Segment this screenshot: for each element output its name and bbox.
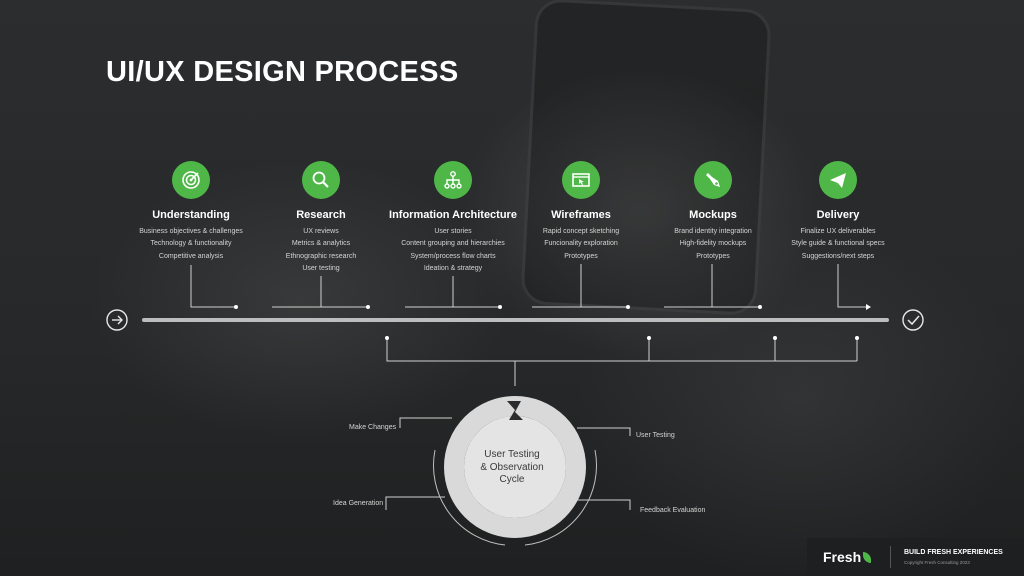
browser-window-icon: [562, 161, 600, 199]
start-arrow-icon: [106, 309, 128, 331]
sitemap-icon: [434, 161, 472, 199]
stage-item: Content grouping and hierarchies: [401, 240, 505, 248]
footer-tagline: BUILD FRESH EXPERIENCES: [904, 549, 1003, 556]
stage-item: Ideation & strategy: [423, 264, 483, 272]
stage-understanding: Understanding Business objectives & chal…: [116, 161, 266, 263]
stage-item: Business objectives & challenges: [139, 228, 243, 235]
stage-title: Mockups: [689, 209, 737, 221]
footer-divider: [890, 546, 891, 568]
cycle-step-user-testing: User Testing: [636, 432, 675, 439]
stage-title: Information Architecture: [389, 209, 517, 221]
stage-item: User testing: [302, 264, 340, 272]
stage-item: Technology & functionality: [150, 240, 232, 248]
stage-item: Metrics & analytics: [291, 240, 351, 248]
stage-item: Finalize UX deliverables: [800, 228, 876, 235]
connector-delivery: [837, 264, 866, 308]
stage-item: Suggestions/next steps: [801, 252, 875, 260]
stage-information-architecture: Information Architecture User stories Co…: [378, 161, 528, 275]
cycle-step-feedback-evaluation: Feedback Evaluation: [640, 507, 706, 514]
brand-logo: Fresh: [823, 549, 872, 565]
cycle-ring: [432, 396, 598, 546]
stage-item: Competitive analysis: [158, 252, 224, 260]
stage-item: System/process flow charts: [410, 252, 496, 260]
cycle-step-idea-generation: Idea Generation: [333, 500, 384, 507]
pen-nib-icon: [694, 161, 732, 199]
stage-item: High-fidelity mockups: [679, 240, 747, 248]
cycle-step-make-changes: Make Changes: [349, 424, 397, 431]
stage-item: UX reviews: [303, 228, 339, 235]
stage-wireframes: Wireframes Rapid concept sketching Funci…: [506, 161, 656, 263]
stage-item: Rapid concept sketching: [542, 228, 620, 235]
stage-title: Understanding: [152, 209, 230, 221]
magnifier-icon: [302, 161, 340, 199]
stage-item: Brand identity integration: [674, 228, 752, 235]
cycle-title-line: & Observation: [480, 461, 544, 473]
stage-item: Prototypes: [564, 252, 598, 260]
cycle-bracket: [386, 338, 857, 362]
stage-research: Research UX reviews Metrics & analytics …: [246, 161, 396, 275]
stage-title: Research: [296, 209, 346, 221]
stage-title: Wireframes: [551, 209, 611, 221]
stage-item: Style guide & functional specs: [791, 240, 885, 248]
stage-item: Funcionality exploration: [544, 240, 618, 248]
paper-plane-icon: [819, 161, 857, 199]
stage-delivery: Delivery Finalize UX deliverables Style …: [763, 161, 913, 263]
leaf-icon: [863, 552, 872, 563]
end-check-icon: [902, 309, 924, 331]
cycle-title-line: Cycle: [499, 474, 525, 485]
cycle-title: User Testing & Observation Cycle: [462, 449, 562, 487]
brand-name: Fresh: [823, 549, 862, 565]
timeline-bar: [142, 318, 889, 322]
stage-item: Prototypes: [696, 252, 730, 260]
stage-title: Delivery: [816, 209, 860, 221]
stage-mockups: Mockups Brand identity integration High-…: [638, 161, 788, 263]
footer-copyright: Copyright Fresh Consulting 2023: [904, 560, 970, 565]
target-icon: [172, 161, 210, 199]
footer-bar: Fresh BUILD FRESH EXPERIENCES Copyright …: [807, 538, 1024, 576]
stage-item: Ethnographic research: [285, 252, 357, 260]
cycle-title-line: User Testing: [484, 449, 540, 460]
page-title: UI/UX DESIGN PROCESS: [106, 56, 459, 88]
stage-item: User stories: [434, 228, 472, 235]
connector-understanding: [190, 265, 236, 308]
